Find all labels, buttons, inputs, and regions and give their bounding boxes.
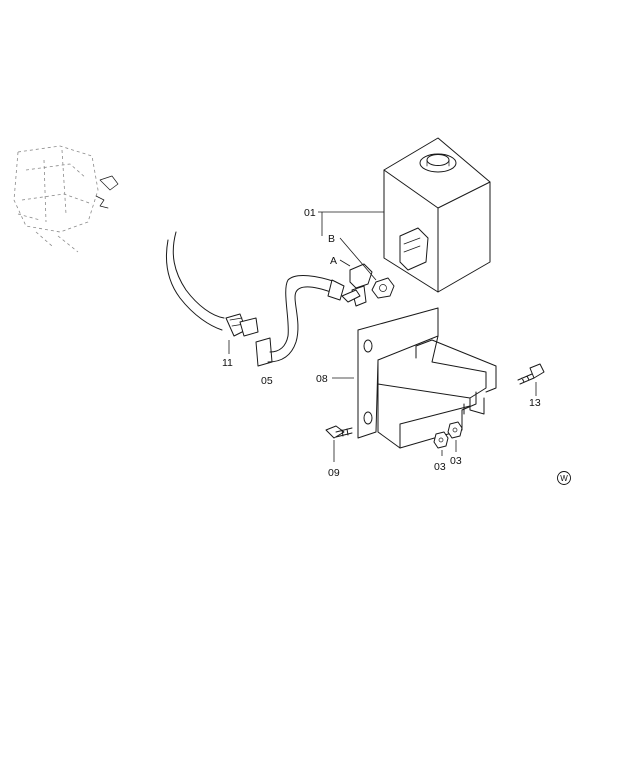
label-part-05: 05 <box>261 375 273 387</box>
banjo-fitting <box>371 277 395 299</box>
bolt-09 <box>325 425 353 439</box>
label-part-11: 11 <box>222 357 233 369</box>
ghost-machine-outline <box>13 145 119 253</box>
leader-lines <box>228 211 537 462</box>
label-port-b: B <box>328 233 335 245</box>
hose <box>255 275 345 367</box>
label-part-13: 13 <box>529 397 541 409</box>
circled-w-marker: W <box>557 471 571 485</box>
feed-line <box>166 231 225 331</box>
label-part-01: 01 <box>304 207 316 219</box>
label-part-03-left: 03 <box>434 461 446 473</box>
elbow-fitting <box>341 263 373 307</box>
label-part-08: 08 <box>316 373 328 385</box>
nut-03-left <box>433 431 449 449</box>
marker-letter: W <box>560 474 568 483</box>
mounting-bracket <box>357 307 497 449</box>
label-part-03-right: 03 <box>450 455 462 467</box>
label-part-09: 09 <box>328 467 340 479</box>
label-port-a: A <box>330 255 337 267</box>
bolt-13 <box>517 363 545 385</box>
hose-connector <box>225 313 259 337</box>
reservoir-tank <box>383 137 491 293</box>
nut-03-right <box>447 421 463 439</box>
